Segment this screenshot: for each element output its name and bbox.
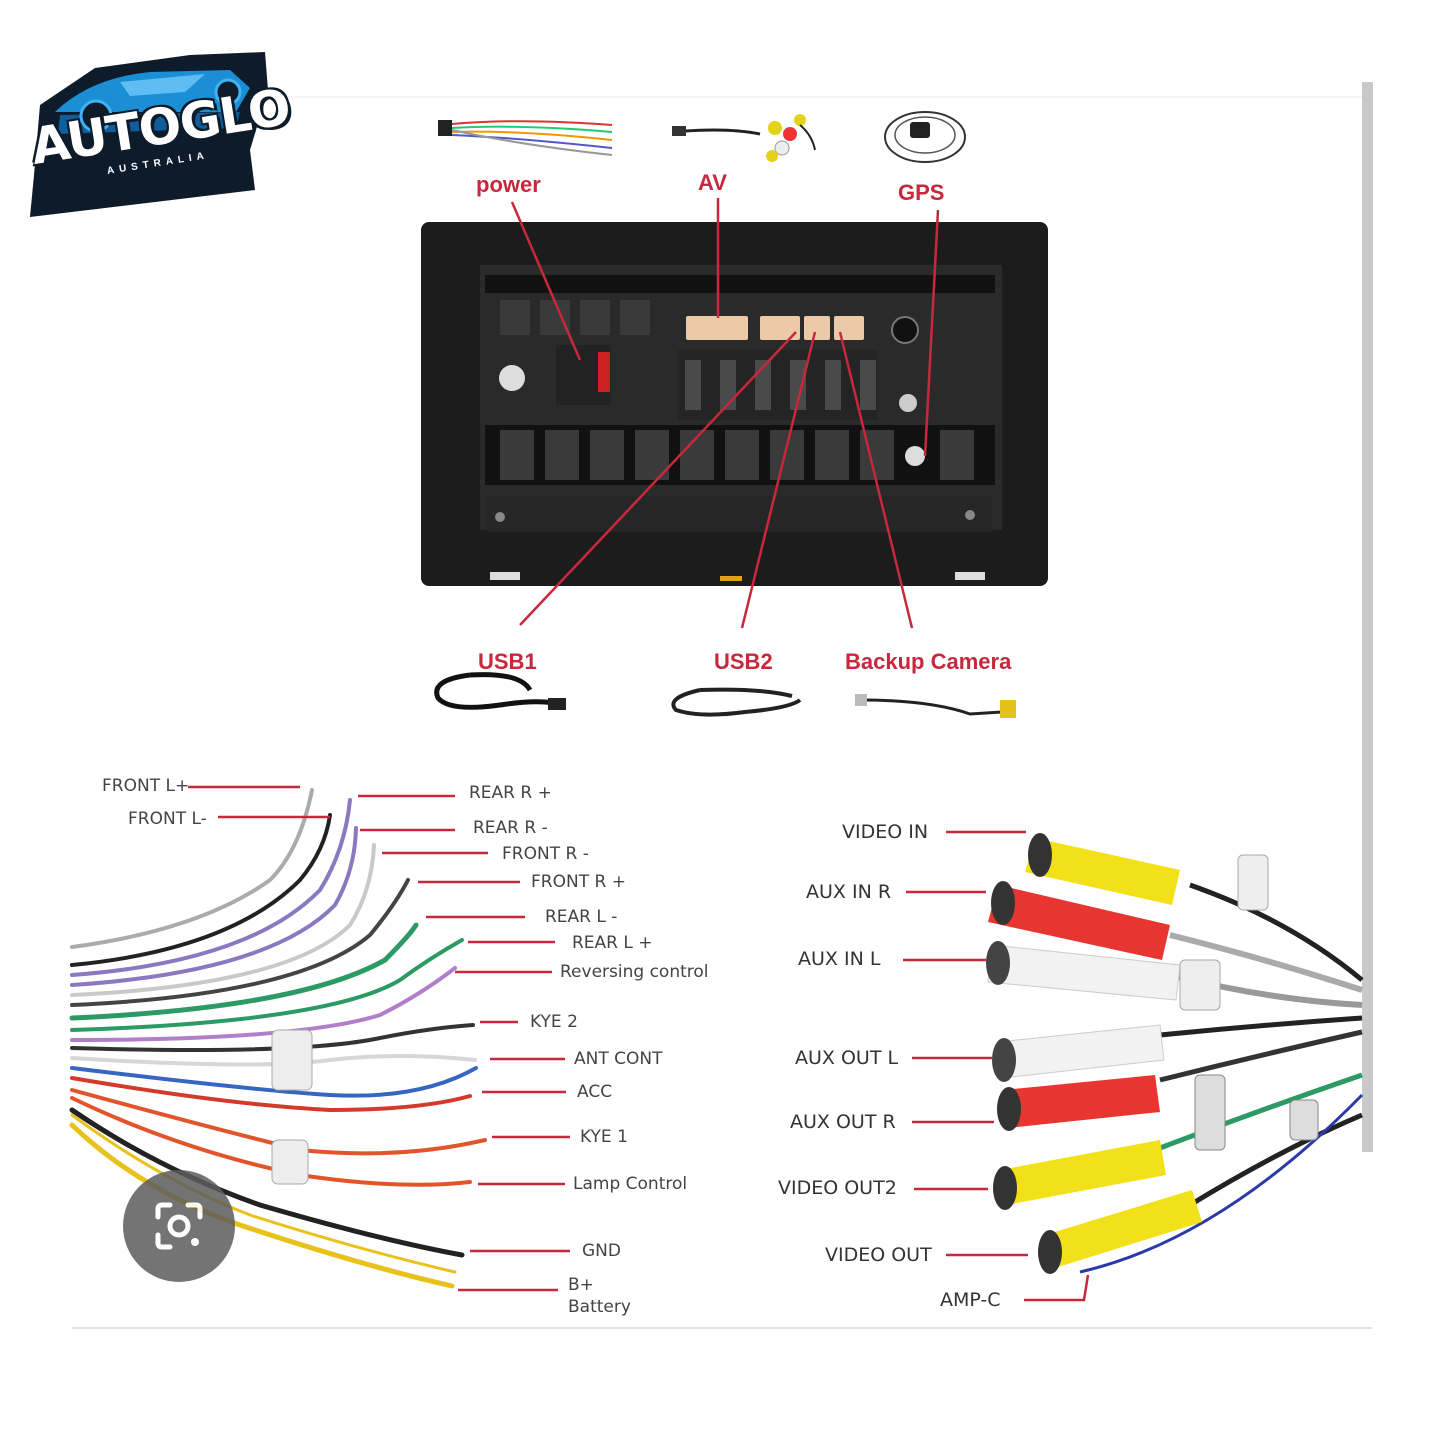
wire-label: KYE 1 [580, 1127, 628, 1147]
brand-logo: AUTOGLO AUSTRALIA [27, 78, 294, 177]
right-edge-bar [1362, 82, 1373, 1152]
video-out-plug [1038, 1190, 1202, 1274]
rca-label: VIDEO OUT2 [778, 1177, 897, 1199]
usb2-connector [804, 316, 830, 340]
label-usb2: USB2 [714, 649, 773, 674]
wire-label: GND [582, 1241, 621, 1261]
video-out2-plug [993, 1140, 1166, 1210]
wire-label: ANT CONT [574, 1049, 663, 1069]
wire-label: B+ [568, 1275, 594, 1295]
av-cable-icon [672, 114, 816, 162]
rca-label: AMP-C [940, 1289, 1001, 1311]
label-usb1: USB1 [478, 649, 537, 674]
label-gps: GPS [898, 180, 945, 205]
google-lens-icon [155, 1202, 203, 1250]
usb2-cable-icon [671, 687, 802, 717]
backup-camera-cable-icon [855, 694, 1016, 718]
rca-label: VIDEO IN [842, 821, 929, 843]
av-connector [686, 316, 748, 340]
power-harness-icon [438, 120, 613, 156]
rca-label: AUX OUT L [795, 1047, 899, 1069]
video-in-plug [1025, 833, 1180, 905]
wire-label: FRONT L+ [102, 776, 190, 796]
wire-label: Lamp Control [573, 1174, 688, 1194]
aux-in-r-plug [988, 881, 1170, 960]
wire-label: FRONT R + [531, 872, 626, 892]
wire-tag [271, 1029, 313, 1091]
label-backup-camera: Backup Camera [845, 649, 1012, 674]
wire-label: REAR L - [545, 907, 618, 927]
label-av: AV [698, 170, 727, 195]
aux-in-l-plug [986, 941, 1181, 1001]
rca-plugs [986, 833, 1319, 1274]
wire-label: REAR R + [469, 783, 552, 803]
head-unit-back [421, 222, 1048, 586]
rca-label: VIDEO OUT [825, 1244, 932, 1266]
rca-label: AUX IN L [798, 948, 881, 970]
wire-label: ACC [577, 1082, 613, 1102]
wire-label: Reversing control [560, 962, 709, 982]
usb1-connector [760, 316, 800, 340]
callout-lines [510, 198, 940, 629]
rca-label: AUX OUT R [790, 1111, 896, 1133]
autoglo-logo [30, 52, 268, 217]
rca-leader-lines [903, 830, 1090, 1302]
rca-label: AUX IN R [806, 881, 892, 903]
aux-out-l-plug [992, 1024, 1165, 1082]
wire-label: KYE 2 [530, 1012, 578, 1032]
usb1-cable-icon [434, 672, 566, 710]
wire-label: REAR L + [572, 933, 653, 953]
wire-label: Battery [568, 1297, 631, 1317]
gps-antenna-icon [884, 111, 966, 163]
camera-connector [834, 316, 864, 340]
wire-label: FRONT L- [128, 809, 207, 829]
wire-label: REAR R - [473, 818, 548, 838]
wire-tag [271, 1139, 309, 1185]
wire-leader-lines [188, 785, 570, 1292]
label-power: power [476, 172, 541, 197]
aux-out-r-plug [997, 1075, 1160, 1131]
google-lens-button[interactable] [123, 1170, 235, 1282]
wire-label: FRONT R - [502, 844, 589, 864]
wire-harness [69, 788, 487, 1289]
